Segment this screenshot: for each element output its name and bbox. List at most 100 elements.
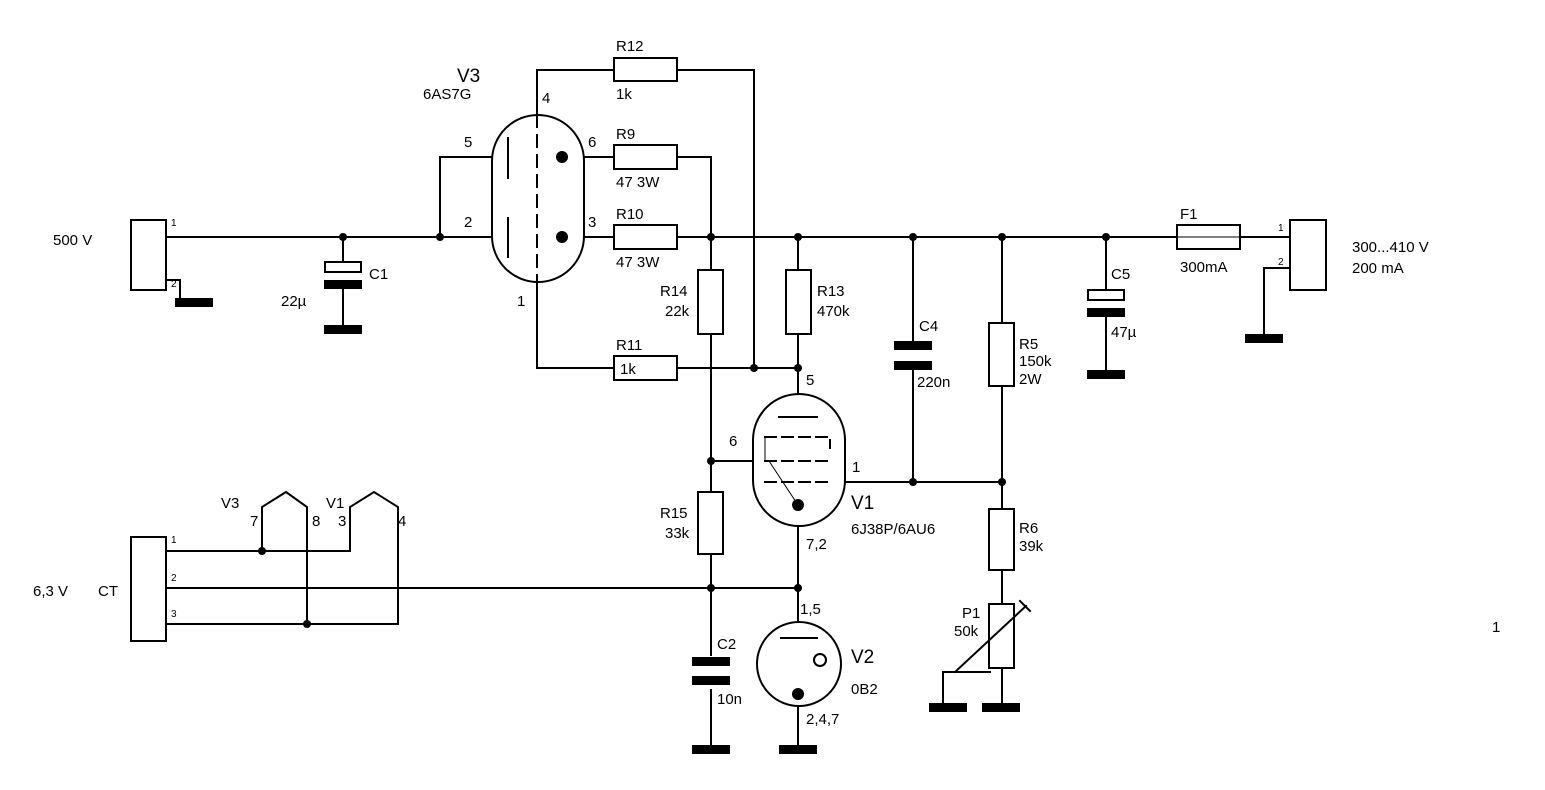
resistor-ref: R5: [1019, 336, 1038, 353]
output-voltage-label: 300...410 V: [1352, 239, 1429, 256]
resistor-ref: R6: [1019, 520, 1038, 537]
capacitor-value: 47µ: [1111, 324, 1137, 341]
tube-v1: [752, 393, 846, 527]
resistor-value: 150k: [1019, 353, 1052, 370]
tube-ref: V1: [851, 493, 874, 514]
resistor-ref: R12: [616, 38, 644, 55]
ground-symbol: [779, 745, 817, 754]
resistor-ref: R10: [616, 206, 644, 223]
junction-r5: [998, 233, 1006, 241]
wire-output-ground: [1263, 267, 1291, 335]
junction-v3-pin5: [436, 233, 444, 241]
pin-label: 2,4,7: [806, 711, 839, 728]
pin-label: 1: [171, 218, 177, 229]
potentiometer-p1: [953, 599, 1032, 674]
pin-label: 3: [171, 609, 177, 620]
junction-c1: [339, 233, 347, 241]
pin-label: 7: [250, 513, 258, 530]
fuse-f1: [1176, 224, 1241, 250]
pin-label: 1,5: [800, 601, 821, 618]
resistor-r11: [613, 355, 678, 381]
input-voltage-label: 500 V: [53, 232, 92, 249]
pin-label: 2: [464, 214, 472, 231]
output-current-label: 200 mA: [1352, 260, 1404, 277]
capacitor-ref: C2: [717, 636, 736, 653]
ground-symbol: [1087, 370, 1125, 379]
wire-p1-wiper: [942, 671, 991, 704]
junction-c4: [909, 233, 917, 241]
resistor-value: 47 3W: [616, 174, 660, 191]
resistor-rating: 2W: [1019, 371, 1042, 388]
connector-output: 1 2: [1278, 219, 1327, 291]
junction-v1-anode: [794, 364, 802, 372]
junction-c2: [707, 584, 715, 592]
tube-v2: [756, 621, 842, 707]
pin-label: 8: [312, 513, 320, 530]
pin-label: 1: [171, 535, 177, 546]
ground-symbol: [692, 745, 730, 754]
pin-label: 5: [806, 372, 814, 389]
junction-r5-bottom: [998, 478, 1006, 486]
pin-label: 4: [398, 513, 406, 530]
ground-symbol: [1245, 334, 1283, 343]
resistor-r13: [785, 269, 812, 335]
junction-r14: [707, 233, 715, 241]
pin-label: 1: [517, 293, 525, 310]
heater-tube-label: V1: [326, 495, 344, 512]
capacitor-c1: [324, 261, 362, 289]
potentiometer-value: 50k: [954, 623, 979, 640]
junction-c5: [1102, 233, 1110, 241]
resistor-ref: R15: [660, 505, 688, 522]
capacitor-value: 10n: [717, 691, 742, 708]
junction-heater-3: [303, 620, 311, 628]
tube-v3: [491, 114, 585, 283]
pin-label: 1: [1278, 223, 1284, 234]
junction-v1-cathode: [794, 584, 802, 592]
heater-ct-label: CT: [98, 583, 118, 600]
pin-label: 3: [588, 214, 596, 231]
wire-v3-pin4: [536, 69, 615, 116]
grounds: [175, 298, 1283, 754]
potentiometer-ref: P1: [962, 605, 980, 622]
tube-type: 6J38P/6AU6: [851, 521, 935, 538]
wire-heater-1: [166, 490, 399, 625]
capacitor-c4: [894, 341, 932, 370]
resistor-ref: R9: [616, 126, 635, 143]
capacitor-value: 22µ: [281, 293, 307, 310]
fuse-ref: F1: [1180, 206, 1198, 223]
resistor-r15: [697, 491, 724, 555]
junction-c4-bottom: [909, 478, 917, 486]
pin-label: 6: [729, 433, 737, 450]
wire-r12-right: [676, 69, 755, 369]
resistor-r10: [613, 224, 678, 250]
resistor-r6: [988, 508, 1015, 571]
pin-label: 4: [542, 90, 550, 107]
pin-label: 5: [464, 134, 472, 151]
ground-symbol: [324, 325, 362, 334]
pin-label: 2: [1278, 257, 1284, 268]
junction-v1-pin6: [707, 457, 715, 465]
junctions: [258, 233, 1110, 628]
resistor-value: 22k: [665, 303, 690, 320]
resistor-r14: [697, 269, 724, 335]
page-number: 1: [1492, 619, 1500, 636]
capacitor-value: 220n: [917, 374, 950, 391]
connector-heater: 1 2 3: [130, 535, 177, 642]
pin-label: 2: [171, 279, 177, 290]
heater-tube-label: V3: [221, 495, 239, 512]
pin-label: 1: [852, 459, 860, 476]
resistor-r9: [613, 144, 678, 170]
resistor-value: 470k: [817, 303, 850, 320]
resistor-value: 33k: [665, 525, 690, 542]
pin-label: 2: [171, 573, 177, 584]
ground-symbol: [982, 703, 1020, 712]
connector-input: 1 2: [130, 218, 177, 291]
wire-v3-pin1: [536, 281, 801, 369]
tube-ref: V3: [457, 66, 480, 87]
ground-symbol: [929, 703, 967, 712]
resistor-value: 1k: [620, 361, 636, 378]
tube-type: 0B2: [851, 681, 878, 698]
fuse-value: 300mA: [1180, 259, 1228, 276]
resistor-ref: R11: [616, 337, 642, 354]
